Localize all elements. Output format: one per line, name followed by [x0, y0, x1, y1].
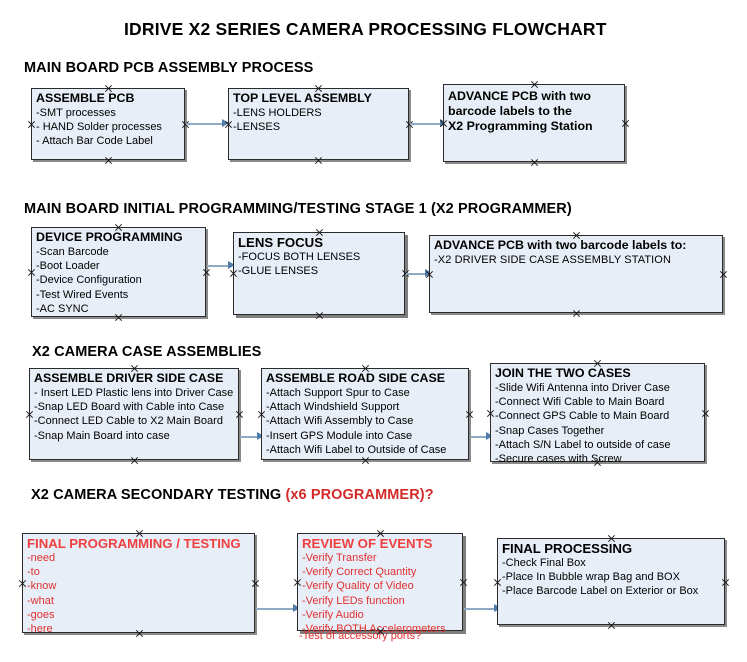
node-line: -LENS HOLDERS [233, 107, 322, 119]
node-assemble-driver-side-case[interactable]: ASSEMBLE DRIVER SIDE CASE - Insert LED P… [29, 368, 239, 460]
node-advance-pcb-driver-side[interactable]: ADVANCE PCB with two barcode labels to: … [429, 235, 723, 313]
node-assemble-road-side-case[interactable]: ASSEMBLE ROAD SIDE CASE -Attach Support … [261, 368, 469, 460]
connector-arrow-icon [425, 269, 432, 277]
node-title: ADVANCE PCB with two barcode labels to: [434, 238, 687, 252]
node-title: LENS FOCUS [238, 235, 323, 250]
node-line: -Connect LED Cable to X2 Main Board [34, 415, 223, 428]
node-line: -Slide Wifi Antenna into Driver Case [495, 382, 670, 394]
node-line: barcode labels to the [448, 104, 572, 118]
section-title-main-board-pcb-assembly: MAIN BOARD PCB ASSEMBLY PROCESS [24, 60, 313, 76]
node-review-of-events[interactable]: REVIEW OF EVENTS -Verify Transfer -Verif… [297, 533, 463, 635]
connector-arrow-icon [228, 261, 235, 269]
node-line: -Test Wired Events [36, 288, 129, 301]
connector-line [256, 608, 298, 610]
node-line: -Snap LED Board with Cable into Case [34, 401, 225, 414]
connector-line [410, 123, 444, 125]
section-title-accent: (x6 PROGRAMMER)? [285, 487, 434, 503]
node-line: -Check Final Box [502, 557, 586, 569]
node-device-programming[interactable]: DEVICE PROGRAMMING -Scan Barcode -Boot L… [31, 227, 206, 317]
node-line: -Attach Windshield Support [266, 401, 400, 414]
node-line: -Verify LEDs function [302, 594, 405, 607]
node-title: ASSEMBLE ROAD SIDE CASE [266, 371, 445, 385]
connector-arrow-icon [257, 432, 264, 440]
node-line: -Boot Loader [36, 260, 100, 273]
node-advance-pcb-programming-station[interactable]: ADVANCE PCB with two barcode labels to t… [443, 84, 625, 162]
node-title: TOP LEVEL ASSEMBLY [233, 91, 372, 105]
node-line: - Attach Bar Code Label [36, 135, 153, 148]
section-title-text: MAIN BOARD INITIAL PROGRAMMING/TESTING S… [24, 201, 572, 217]
node-line: -Secure cases with Screw [495, 453, 622, 466]
connector-line [240, 436, 262, 438]
node-assemble-pcb[interactable]: ASSEMBLE PCB -SMT processes - HAND Solde… [31, 88, 185, 160]
node-title: FINAL PROCESSING [502, 541, 633, 556]
node-title: ASSEMBLE PCB [36, 91, 135, 105]
node-title: DEVICE PROGRAMMING [36, 230, 183, 244]
connector-arrow-icon [486, 432, 493, 440]
node-final-processing[interactable]: FINAL PROCESSING -Check Final Box -Place… [497, 538, 725, 625]
connector-line [186, 123, 226, 125]
node-line: -Attach Wifi Label to Outside of Case [266, 443, 447, 456]
node-line: - HAND Solder processes [36, 121, 162, 134]
node-line: -GLUE LENSES [238, 265, 319, 278]
node-line: -Connect GPS Cable to Main Board [495, 410, 670, 423]
node-line: -SMT processes [36, 107, 116, 119]
section-title-text: MAIN BOARD PCB ASSEMBLY PROCESS [24, 60, 314, 76]
node-overflow-line: -Test of accessory ports? [299, 630, 422, 642]
node-final-programming-testing[interactable]: FINAL PROGRAMMING / TESTING -need -to -k… [22, 533, 255, 636]
node-line: -Device Configuration [36, 274, 142, 287]
node-line: X2 Programming Station [448, 119, 593, 133]
node-join-the-two-cases[interactable]: JOIN THE TWO CASES -Slide Wifi Antenna i… [490, 363, 705, 465]
node-line: -Snap Cases Together [495, 424, 605, 437]
node-top-level-assembly[interactable]: TOP LEVEL ASSEMBLY -LENS HOLDERS -LENSES [228, 88, 409, 160]
node-line: - Insert LED Plastic lens into Driver Ca… [34, 387, 234, 399]
node-title: ADVANCE PCB with two [448, 89, 591, 103]
node-line: -AC SYNC [36, 302, 89, 315]
node-line: -need [27, 552, 56, 564]
node-line: -Verify Transfer [302, 552, 377, 564]
node-line: -X2 DRIVER SIDE CASE ASSEMBLY STATION [434, 254, 672, 266]
node-line: -Verify Quality of Video [302, 580, 414, 593]
node-title: FINAL PROGRAMMING / TESTING [27, 536, 241, 551]
node-line: -FOCUS BOTH LENSES [238, 251, 361, 263]
node-line: -Scan Barcode [36, 246, 109, 258]
node-title: ASSEMBLE DRIVER SIDE CASE [34, 371, 224, 385]
connector-line [464, 608, 498, 610]
node-line: -Attach S/N Label to outside of case [495, 438, 671, 451]
connector-arrow-icon [222, 119, 229, 127]
node-lens-focus[interactable]: LENS FOCUS -FOCUS BOTH LENSES -GLUE LENS… [233, 232, 405, 315]
section-title-text: X2 CAMERA CASE ASSEMBLIES [32, 344, 262, 360]
node-line: -here [27, 623, 53, 636]
node-line: -Connect Wifi Cable to Main Board [495, 396, 665, 409]
section-title-main-board-initial-programming: MAIN BOARD INITIAL PROGRAMMING/TESTING S… [24, 201, 572, 217]
node-line: -know [27, 580, 57, 593]
page-title: IDRIVE X2 SERIES CAMERA PROCESSING FLOWC… [124, 19, 607, 39]
node-line: -Place Barcode Label on Exterior or Box [502, 585, 699, 598]
node-line: -Insert GPS Module into Case [266, 429, 413, 442]
node-line: -what [27, 594, 54, 607]
section-title-x2-camera-secondary-testing: X2 CAMERA SECONDARY TESTING (x6 PROGRAMM… [31, 487, 434, 503]
node-line: -Verify Audio [302, 608, 364, 621]
connector-line [470, 436, 492, 438]
connector-line [406, 273, 430, 275]
node-line: -Snap Main Board into case [34, 429, 170, 442]
section-title-x2-camera-case-assemblies: X2 CAMERA CASE ASSEMBLIES [32, 344, 261, 360]
node-line: -goes [27, 608, 55, 621]
node-title: REVIEW OF EVENTS [302, 536, 433, 551]
node-title: JOIN THE TWO CASES [495, 366, 631, 380]
connector-line [207, 265, 232, 267]
node-line: -Verify Correct Quantity [302, 566, 417, 579]
node-line: -Place In Bubble wrap Bag and BOX [502, 571, 680, 584]
node-line: -Verify BOTH Accelerometers [302, 623, 446, 636]
node-line: -LENSES [233, 121, 281, 134]
section-title-text: X2 CAMERA SECONDARY TESTING [31, 487, 286, 503]
node-line: -to [27, 566, 40, 579]
node-line: -Attach Support Spur to Case [266, 387, 410, 399]
connector-arrow-icon [293, 604, 300, 612]
node-line: -Attach Wifi Assembly to Case [266, 415, 414, 428]
